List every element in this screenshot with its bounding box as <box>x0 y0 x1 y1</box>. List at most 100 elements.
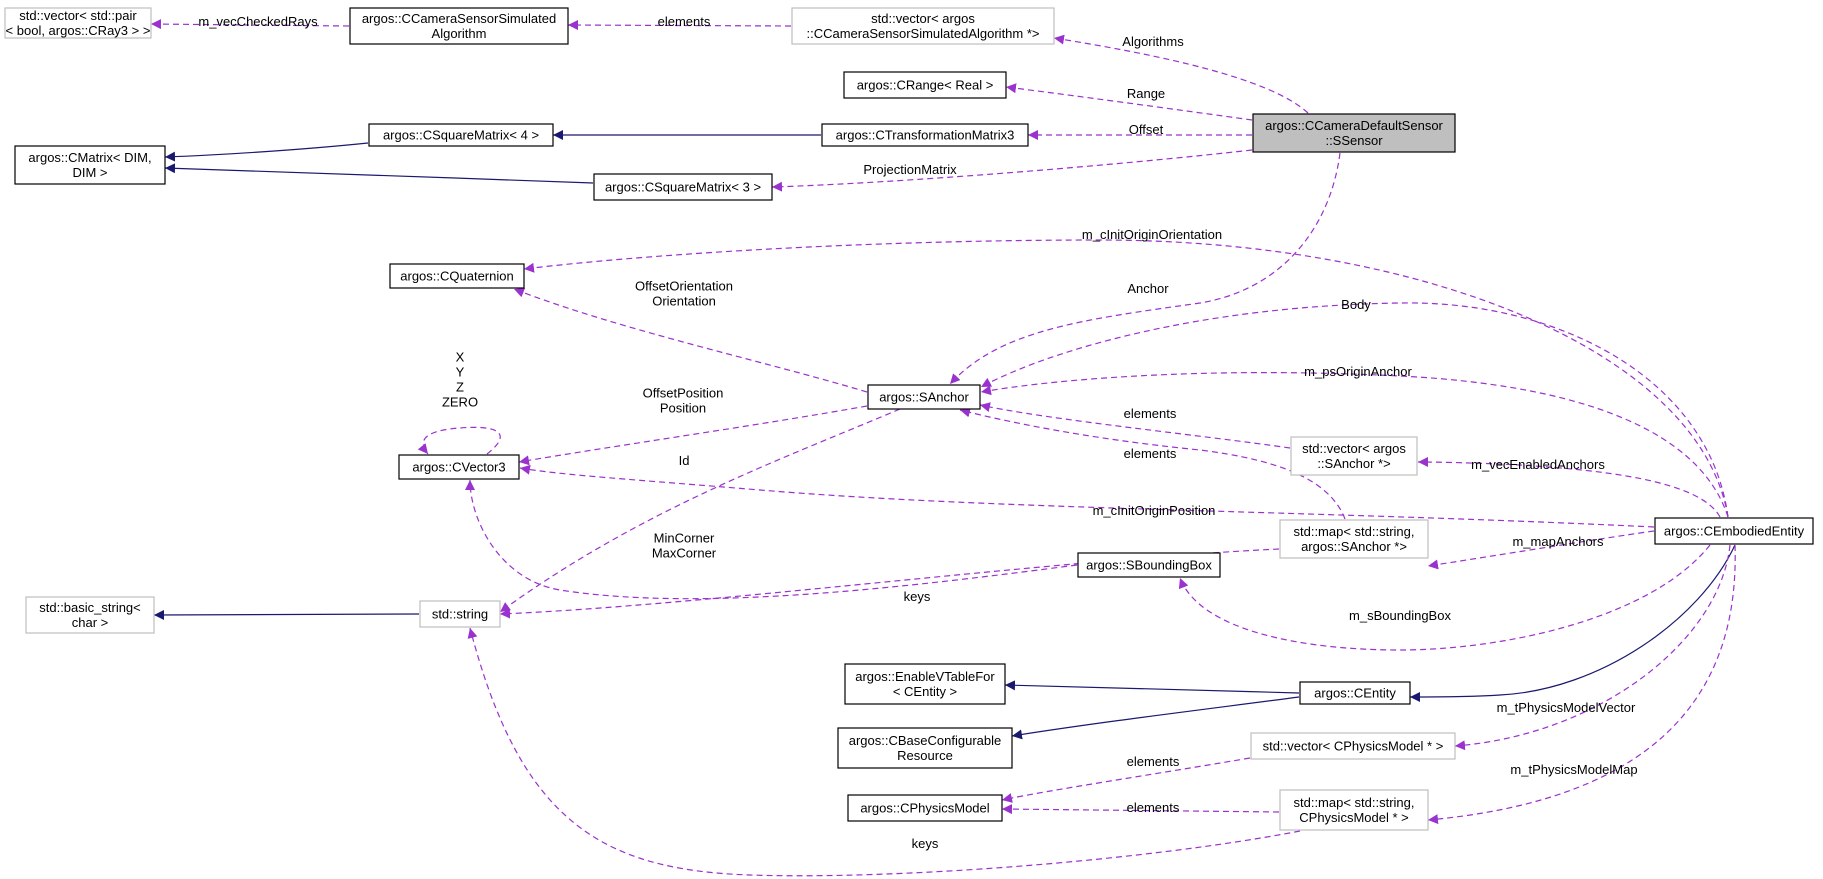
usage-arrow <box>1427 530 1655 570</box>
edge-projection: ProjectionMatrix <box>771 149 1253 192</box>
edge-string-basic <box>153 609 420 620</box>
edge-label: elements <box>1127 800 1180 815</box>
node-label: argos::CCameraDefaultSensor::SSensor <box>1265 118 1443 148</box>
class-node-trans[interactable]: argos::CTransformationMatrix3 <box>821 123 1029 147</box>
node-box <box>1654 517 1814 545</box>
usage-arrow <box>518 405 868 466</box>
class-node-string[interactable]: std::string <box>419 600 501 628</box>
node-box <box>1279 789 1429 831</box>
inheritance-arrow <box>164 142 369 162</box>
usage-arrow <box>1001 757 1251 803</box>
node-label: argos::CTransformationMatrix3 <box>836 128 1015 143</box>
class-node-basic-string[interactable]: std::basic_string<char > <box>25 596 155 634</box>
edge-map-anchors: m_mapAnchors <box>1427 530 1655 570</box>
edge-checked: m_vecCheckedRays <box>150 14 350 30</box>
edge-label: elements <box>1127 754 1180 769</box>
edge-label: m_vecEnabledAnchors <box>1471 457 1605 472</box>
edge-label: elements <box>658 14 711 29</box>
usage-arrow <box>523 239 1729 518</box>
class-node-anchor[interactable]: argos::SAnchor <box>867 384 981 410</box>
class-node-range[interactable]: argos::CRange< Real > <box>843 71 1007 99</box>
class-node-vec-phys[interactable]: std::vector< CPhysicsModel * > <box>1250 732 1456 760</box>
node-box <box>419 600 501 628</box>
node-label: argos::CSquareMatrix< 4 > <box>383 128 539 143</box>
class-node-vtable[interactable]: argos::EnableVTableFor< CEntity > <box>844 663 1006 705</box>
edge-label: Id <box>679 453 690 468</box>
node-box <box>837 727 1013 769</box>
node-label: std::vector< std::pair< bool, argos::CRa… <box>6 8 151 38</box>
class-node-vec-algo[interactable]: std::vector< argos::CCameraSensorSimulat… <box>791 7 1055 45</box>
usage-arrow <box>150 19 350 30</box>
class-node-vec3[interactable]: argos::CVector3 <box>398 454 520 480</box>
edge-range: Range <box>1005 83 1253 121</box>
edge-label: Body <box>1341 297 1371 312</box>
inheritance-arrow <box>1011 696 1300 740</box>
edge-label: Algorithms <box>1122 34 1184 49</box>
node-label: argos::CVector3 <box>412 460 505 475</box>
usage-arrow <box>1053 34 1309 114</box>
node-box <box>1299 681 1411 705</box>
class-node-map-anchor[interactable]: std::map< std::string,argos::SAnchor *> <box>1279 519 1429 559</box>
edge-label: m_cInitOriginOrientation <box>1082 227 1222 242</box>
edge-label: elements <box>1124 406 1177 421</box>
node-label: std::vector< argos::CCameraSensorSimulat… <box>806 11 1039 41</box>
usage-arrow <box>980 302 1729 518</box>
edge-vecanchor-elements: elements <box>979 402 1291 449</box>
inheritance-arrow <box>1409 544 1736 702</box>
node-label: std::vector< CPhysicsModel * > <box>1263 739 1444 754</box>
class-node-sq4[interactable]: argos::CSquareMatrix< 4 > <box>368 123 554 147</box>
node-box <box>821 123 1029 147</box>
class-node-physmodel[interactable]: argos::CPhysicsModel <box>847 794 1003 822</box>
class-node-sq3[interactable]: argos::CSquareMatrix< 3 > <box>593 173 773 201</box>
edge-anchor: Anchor <box>949 152 1341 385</box>
node-box <box>843 71 1007 99</box>
edge-label: m_mapAnchors <box>1512 534 1604 549</box>
node-box <box>349 7 569 45</box>
usage-arrow <box>979 402 1291 449</box>
node-label: std::vector< argos::SAnchor *> <box>1302 441 1406 471</box>
class-node-embodied[interactable]: argos::CEmbodiedEntity <box>1654 517 1814 545</box>
edge-phys-vector: m_tPhysicsModelVector <box>1454 544 1731 751</box>
class-node-centity[interactable]: argos::CEntity <box>1299 681 1411 705</box>
node-box <box>1290 436 1418 476</box>
edge-sq4-cmatrix <box>164 142 369 162</box>
node-box <box>1077 552 1221 578</box>
node-label: argos::CSquareMatrix< 3 > <box>605 180 761 195</box>
node-box <box>791 7 1055 45</box>
edge-label: keys <box>904 589 931 604</box>
class-node-cmatrix[interactable]: argos::CMatrix< DIM,DIM > <box>14 145 166 185</box>
node-box <box>14 145 166 185</box>
class-node-bbox[interactable]: argos::SBoundingBox <box>1077 552 1221 578</box>
edge-enabled: m_vecEnabledAnchors <box>1417 457 1721 518</box>
edge-init-orient: m_cInitOriginOrientation <box>523 227 1729 518</box>
node-box <box>398 454 520 480</box>
class-node-vec-anchor[interactable]: std::vector< argos::SAnchor *> <box>1290 436 1418 476</box>
class-node-quat[interactable]: argos::CQuaternion <box>389 263 525 289</box>
edge-label: keys <box>912 836 939 851</box>
node-label: std::basic_string<char > <box>39 600 141 630</box>
usage-arrow <box>1005 83 1253 121</box>
usage-arrow <box>959 407 1346 520</box>
usage-arrow <box>513 287 868 393</box>
node-label: argos::CQuaternion <box>400 269 513 284</box>
class-node-map-phys[interactable]: std::map< std::string,CPhysicsModel * > <box>1279 789 1429 831</box>
node-label: argos::CEntity <box>1314 686 1396 701</box>
edge-label: m_cInitOriginPosition <box>1093 503 1216 518</box>
usage-arrow <box>1178 544 1711 651</box>
usage-arrow <box>949 152 1341 385</box>
class-node-sensor[interactable]: argos::CCameraDefaultSensor::SSensor <box>1252 113 1456 153</box>
node-label: argos::CEmbodiedEntity <box>1664 524 1805 539</box>
usage-arrow <box>771 149 1253 192</box>
class-node-vec-pair[interactable]: std::vector< std::pair< bool, argos::CRa… <box>4 7 152 39</box>
edge-label: m_psOriginAnchor <box>1304 364 1412 379</box>
usage-arrow <box>467 627 1301 877</box>
node-box <box>1252 113 1456 153</box>
